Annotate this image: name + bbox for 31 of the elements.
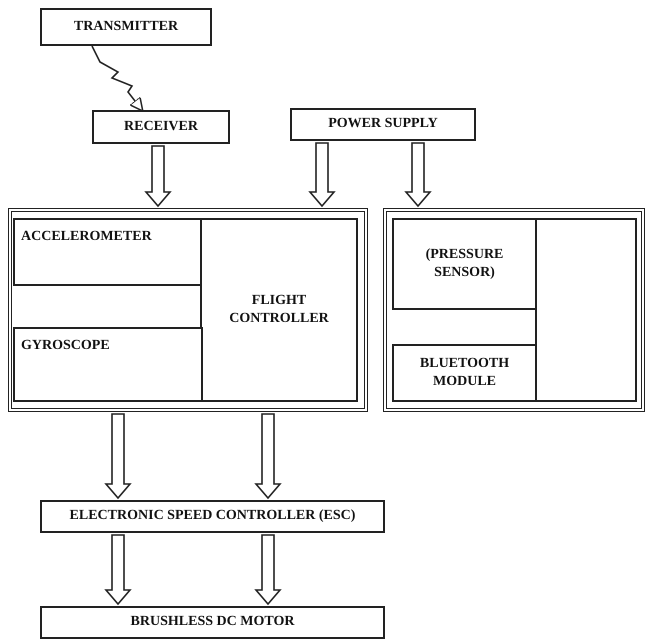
block-arrow — [104, 534, 132, 606]
block-box — [13, 327, 203, 402]
wireless-link-arrow — [91, 46, 144, 112]
block-label: GYROSCOPE — [21, 337, 110, 355]
block-box — [392, 344, 537, 402]
block-label: FLIGHT CONTROLLER — [228, 292, 330, 328]
group-frame — [383, 208, 645, 412]
empty-box — [535, 218, 637, 402]
block-arrow — [308, 142, 336, 208]
block-box — [92, 110, 230, 144]
block-label: POWER SUPPLY — [328, 115, 438, 134]
block-box — [13, 218, 203, 286]
block-box — [290, 108, 476, 141]
block-label: BRUSHLESS DC MOTOR — [130, 613, 294, 632]
block-arrow — [254, 534, 282, 606]
block-box — [40, 606, 385, 639]
block-box — [40, 500, 385, 533]
block-box — [200, 218, 358, 402]
block-box — [392, 218, 537, 310]
group-frame — [8, 208, 368, 412]
block-arrow — [104, 413, 132, 500]
block-label: (PRESSURE SENSOR) — [424, 246, 504, 282]
block-arrow — [254, 413, 282, 500]
block-label: BLUETOOTH MODULE — [418, 354, 510, 391]
block-box — [40, 8, 212, 46]
block-label: ELECTRONIC SPEED CONTROLLER (ESC) — [70, 507, 356, 526]
block-label: ACCELEROMETER — [21, 228, 152, 246]
block-arrow — [404, 142, 432, 208]
block-arrow — [144, 145, 172, 208]
block-label: TRANSMITTER — [74, 18, 178, 36]
block-label: RECEIVER — [124, 118, 198, 136]
